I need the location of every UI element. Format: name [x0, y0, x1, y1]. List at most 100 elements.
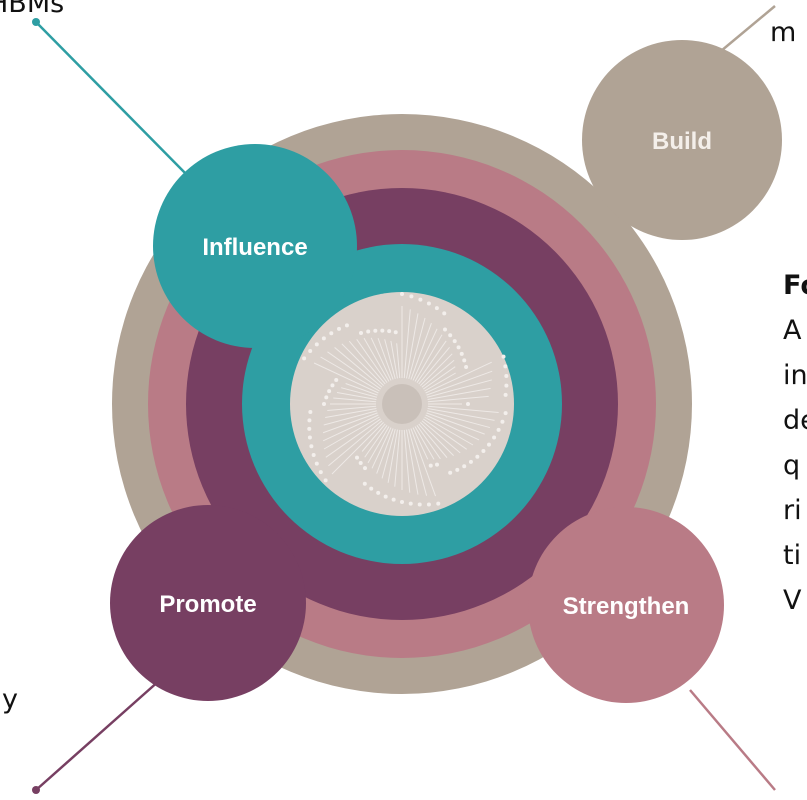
burst-ray — [426, 410, 491, 429]
burst-dot — [481, 449, 486, 453]
core-center — [382, 384, 422, 424]
burst-dot — [417, 502, 422, 507]
burst-ray — [345, 383, 378, 396]
burst-dot — [409, 294, 414, 299]
burst-dot — [376, 490, 381, 495]
burst-ray — [377, 338, 394, 380]
burst-dot — [426, 301, 431, 306]
clipped-text-bottom-left: y — [2, 684, 18, 715]
node-promote-label: Promote — [159, 591, 256, 618]
burst-ray — [331, 422, 384, 475]
burst-ray — [418, 346, 450, 385]
burst-dot — [330, 383, 335, 388]
side-line-fragment: A — [783, 315, 802, 346]
node-build[interactable]: Build — [582, 40, 782, 240]
burst-dot — [329, 331, 334, 336]
node-influence-label: Influence — [202, 234, 307, 261]
burst-ray — [425, 361, 492, 394]
burst-ray — [361, 423, 386, 452]
burst-ray — [420, 353, 453, 386]
burst-dot — [307, 435, 312, 440]
burst-dot — [327, 389, 332, 394]
burst-ray — [426, 412, 485, 435]
burst-dot — [475, 454, 480, 459]
burst-dot — [408, 501, 413, 506]
burst-dot — [302, 356, 307, 361]
burst-dot — [466, 402, 470, 406]
burst-ray — [403, 309, 411, 379]
burst-ray — [396, 343, 401, 379]
burst-ray — [322, 414, 379, 442]
side-line-fragment: ri — [783, 495, 802, 526]
burst-dot — [344, 323, 349, 328]
burst-dot — [503, 392, 508, 397]
burst-ray — [327, 405, 377, 412]
node-build-circle — [582, 40, 782, 240]
side-line-fragment: de — [783, 405, 807, 436]
burst-dot — [448, 333, 453, 338]
burst-ray — [348, 340, 386, 385]
burst-dot — [391, 497, 396, 502]
burst-ray — [412, 427, 429, 460]
burst-ray — [325, 408, 377, 419]
burst-dot — [468, 459, 473, 464]
burst-ray — [322, 412, 378, 434]
burst-dot — [426, 502, 431, 507]
node-build-label: Build — [652, 128, 712, 155]
burst-dot — [448, 470, 453, 475]
burst-ray — [421, 420, 461, 454]
burst-dot — [324, 395, 329, 400]
burst-ray — [408, 317, 426, 380]
burst-dot — [487, 442, 492, 447]
burst-dot — [503, 364, 508, 369]
burst-ray — [328, 420, 383, 467]
burst-dot — [358, 460, 363, 465]
side-line-fragment: V — [783, 585, 802, 616]
burst-ray — [426, 370, 493, 396]
burst-ray — [376, 428, 394, 474]
burst-dot — [366, 329, 371, 334]
burst-dot — [428, 463, 433, 468]
burst-dot — [503, 411, 508, 416]
burst-ray — [414, 334, 443, 382]
burst-ray — [356, 339, 388, 383]
burst-dot — [308, 349, 313, 353]
burst-dot — [464, 365, 469, 369]
burst-ray — [390, 340, 398, 379]
node-promote[interactable]: Promote — [110, 505, 306, 701]
burst-dot — [318, 470, 323, 475]
burst-dot — [323, 478, 328, 483]
burst-ray — [423, 418, 467, 450]
burst-ray — [408, 428, 428, 496]
burst-dot — [321, 336, 326, 341]
burst-ray — [426, 379, 492, 398]
burst-dot — [504, 383, 509, 388]
burst-ray — [371, 427, 392, 469]
burst-ray — [424, 372, 456, 392]
burst-dot — [369, 486, 374, 491]
burst-ray — [384, 339, 396, 380]
burst-dot — [496, 427, 501, 432]
burst-ray — [410, 428, 436, 497]
burst-ray — [416, 425, 441, 460]
burst-dot — [383, 494, 388, 499]
node-strengthen-circle — [528, 507, 724, 703]
burst-dot — [307, 418, 312, 423]
burst-ray — [394, 429, 401, 487]
connector-line-bottom-right — [689, 689, 776, 791]
burst-ray — [421, 359, 455, 388]
node-influence[interactable]: Influence — [153, 144, 357, 348]
burst-ray — [410, 323, 432, 380]
burst-ray — [341, 343, 384, 386]
node-strengthen[interactable]: Strengthen — [528, 507, 724, 703]
burst-ray — [341, 387, 378, 398]
burst-dot — [322, 402, 326, 406]
burst-ray — [313, 362, 379, 394]
burst-ray — [327, 351, 381, 390]
side-line-fragment: q — [783, 450, 801, 481]
burst-ray — [363, 337, 390, 382]
burst-dot — [462, 358, 467, 363]
connector-line-top-left — [35, 21, 191, 179]
node-strengthen-label: Strengthen — [563, 593, 690, 620]
side-line-fragment: in — [783, 360, 807, 391]
